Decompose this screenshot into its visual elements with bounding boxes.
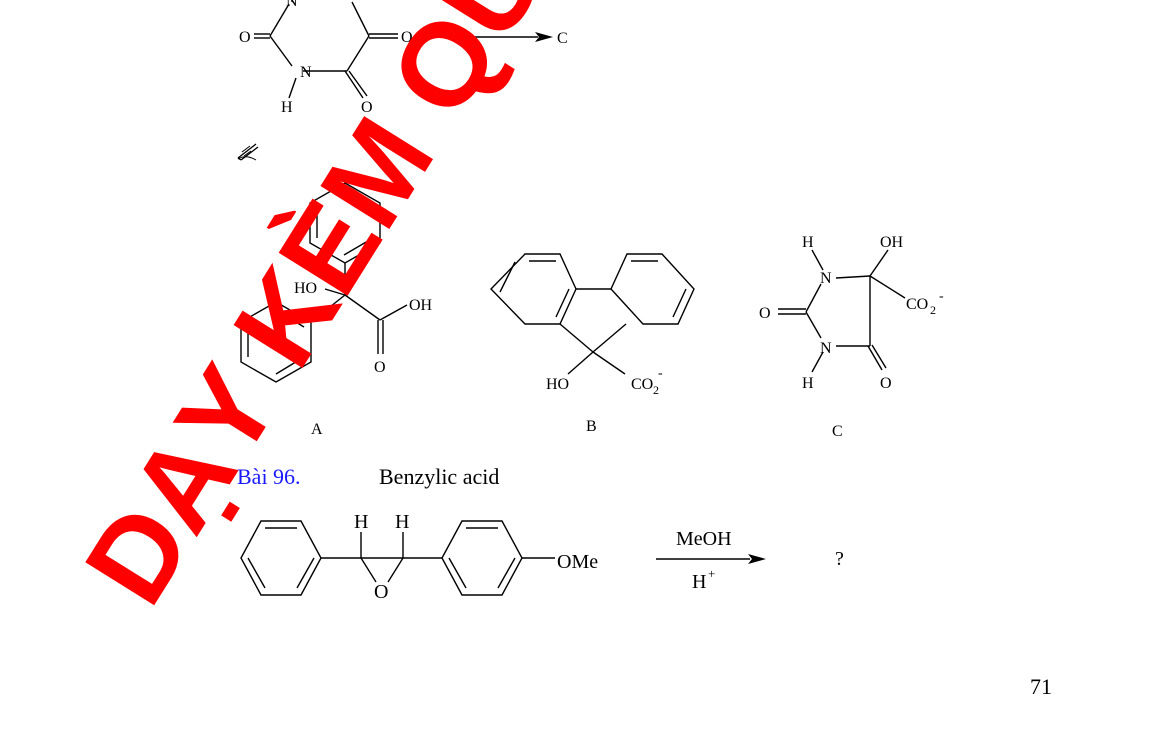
a-ho: HO (294, 280, 317, 297)
epoxide-phenyl-ring (240, 520, 322, 596)
fluorene-right-ring (610, 253, 695, 325)
c-o-bottom: O (880, 375, 892, 392)
fluorene-five-ring (559, 288, 627, 375)
atom-h: H (281, 99, 293, 116)
reagent-acid: H (692, 571, 706, 593)
a-oh: OH (409, 297, 433, 314)
pyrimidine-ring (254, 0, 398, 99)
unknown-product: ? (835, 548, 844, 570)
bottom-reaction: H H O OMe MeOH H + ? (240, 511, 844, 603)
atom-o-right: O (401, 29, 413, 46)
epoxide-o: O (374, 581, 388, 603)
watermark: DẠY KÈM QUY (60, 0, 612, 626)
c-co2: CO (906, 296, 928, 313)
atom-o-bottom: O (361, 99, 373, 116)
top-product: C (557, 30, 568, 47)
label-b: B (586, 418, 597, 435)
b-co2: CO (631, 376, 653, 393)
c-h-top: H (802, 234, 814, 251)
b-co2-sub: 2 (653, 383, 659, 397)
bottom-reaction-arrow (656, 554, 766, 564)
central-carbon-bonds (310, 263, 408, 354)
structure-a: HO OH O A (240, 182, 433, 438)
epoxide-h-left: H (354, 511, 368, 533)
methoxy-group: OMe (557, 551, 598, 573)
atom-n-lower: N (300, 64, 312, 81)
problem-title: Benzylic acid (379, 464, 500, 489)
label-a: A (311, 421, 323, 438)
c-n-top: N (820, 270, 832, 287)
epoxide-h-right: H (395, 511, 409, 533)
c-co2-charge: - (939, 289, 944, 304)
reagent-acid-sup: + (708, 566, 715, 581)
atom-o-left: O (239, 29, 251, 46)
structure-c: H N OH O CO 2 - N H O C (759, 234, 944, 440)
hydantoin-ring (778, 249, 906, 373)
atom-n-top: N (286, 0, 298, 10)
top-reaction-arrow (437, 32, 553, 42)
fluorene-left-ring (490, 253, 577, 325)
c-o-left: O (759, 305, 771, 322)
methoxyphenyl-ring (441, 520, 523, 596)
reagent-meoh: MeOH (676, 528, 732, 550)
b-ho: HO (546, 376, 569, 393)
problem-number: Bài 96. (237, 464, 301, 489)
c-h-bottom: H (802, 375, 814, 392)
b-co2-charge: - (658, 366, 663, 381)
page-number: 71 (1030, 674, 1052, 699)
c-oh: OH (880, 234, 904, 251)
top-reagent: OH (480, 11, 504, 28)
pencil-writing-icon (237, 143, 259, 161)
label-c: C (832, 423, 843, 440)
top-reaction: N O O N H O OH C (239, 0, 568, 116)
epoxide-ring (321, 532, 555, 583)
structure-b: HO CO 2 - B (490, 253, 695, 435)
c-n-bottom: N (820, 340, 832, 357)
a-o: O (374, 359, 386, 376)
c-co2-sub: 2 (930, 303, 936, 317)
